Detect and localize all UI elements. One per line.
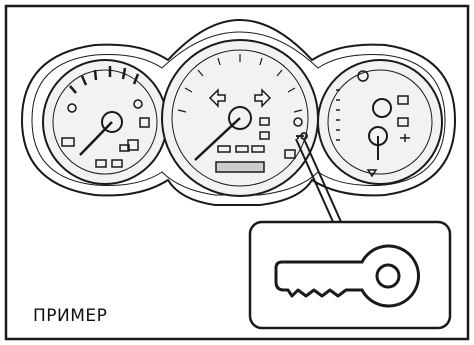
- caption-label: ПРИМЕР: [33, 306, 108, 326]
- outer-border: [4, 4, 470, 341]
- fuel-temp-dial: [317, 59, 443, 185]
- instrument-cluster: [20, 18, 457, 206]
- callout-leader: [295, 138, 347, 234]
- key-icon: [274, 244, 420, 308]
